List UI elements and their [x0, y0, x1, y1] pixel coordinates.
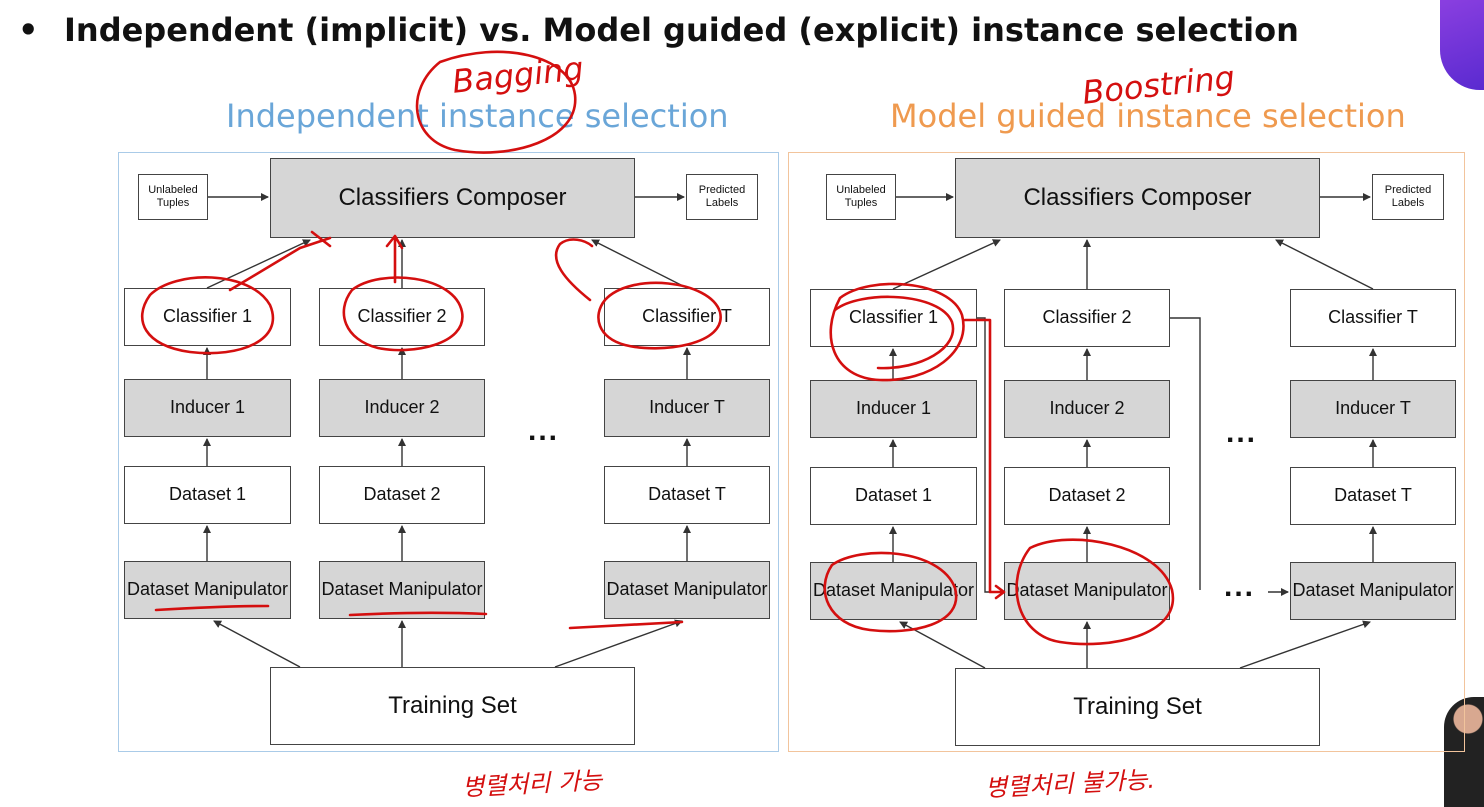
right-classifiers-composer: Classifiers Composer [955, 158, 1320, 238]
left-panel-frame [118, 152, 779, 752]
left-panel-title: Independent instance selection [226, 97, 729, 135]
right-ellipsis: ... [1226, 416, 1258, 449]
right-inducer-2: Inducer 2 [1004, 380, 1170, 438]
left-bottom-note: 병렬처리 가능 [461, 766, 603, 802]
right-predicted-labels: Predicted Labels [1372, 174, 1444, 220]
right-dataset-1: Dataset 1 [810, 467, 977, 525]
right-manipulator-2: Dataset Manipulator [1004, 562, 1170, 620]
right-dataset-t: Dataset T [1290, 467, 1456, 525]
left-dataset-1: Dataset 1 [124, 466, 291, 524]
right-manipulator-ellipsis: ... [1224, 570, 1256, 603]
left-classifiers-composer: Classifiers Composer [270, 158, 635, 238]
left-training-set: Training Set [270, 667, 635, 745]
left-annotation: Bagging [450, 49, 586, 101]
right-unlabeled-tuples: Unlabeled Tuples [826, 174, 896, 220]
right-inducer-t: Inducer T [1290, 380, 1456, 438]
left-predicted-labels: Predicted Labels [686, 174, 758, 220]
left-classifier-t: Classifier T [604, 288, 770, 346]
right-manipulator-1: Dataset Manipulator [810, 562, 977, 620]
left-inducer-t: Inducer T [604, 379, 770, 437]
left-manipulator-t: Dataset Manipulator [604, 561, 770, 619]
right-panel-frame [788, 152, 1465, 752]
right-classifier-2: Classifier 2 [1004, 289, 1170, 347]
right-classifier-t: Classifier T [1290, 289, 1456, 347]
headline-text: Independent (implicit) vs. Model guided … [64, 11, 1299, 49]
right-classifier-1: Classifier 1 [810, 289, 977, 347]
left-inducer-2: Inducer 2 [319, 379, 485, 437]
left-dataset-t: Dataset T [604, 466, 770, 524]
right-training-set: Training Set [955, 668, 1320, 746]
right-manipulator-t: Dataset Manipulator [1290, 562, 1456, 620]
presenter-overlay [1440, 0, 1484, 90]
left-classifier-1: Classifier 1 [124, 288, 291, 346]
slide-headline: • Independent (implicit) vs. Model guided… [18, 8, 1299, 52]
bullet: • [18, 11, 39, 49]
right-inducer-1: Inducer 1 [810, 380, 977, 438]
left-ellipsis: ... [528, 414, 560, 447]
left-classifier-2: Classifier 2 [319, 288, 485, 346]
left-dataset-2: Dataset 2 [319, 466, 485, 524]
right-dataset-2: Dataset 2 [1004, 467, 1170, 525]
left-manipulator-2: Dataset Manipulator [319, 561, 485, 619]
right-panel-title: Model guided instance selection [890, 97, 1406, 135]
right-bottom-note: 병렬처리 불가능. [984, 765, 1156, 803]
left-unlabeled-tuples: Unlabeled Tuples [138, 174, 208, 220]
left-inducer-1: Inducer 1 [124, 379, 291, 437]
left-manipulator-1: Dataset Manipulator [124, 561, 291, 619]
